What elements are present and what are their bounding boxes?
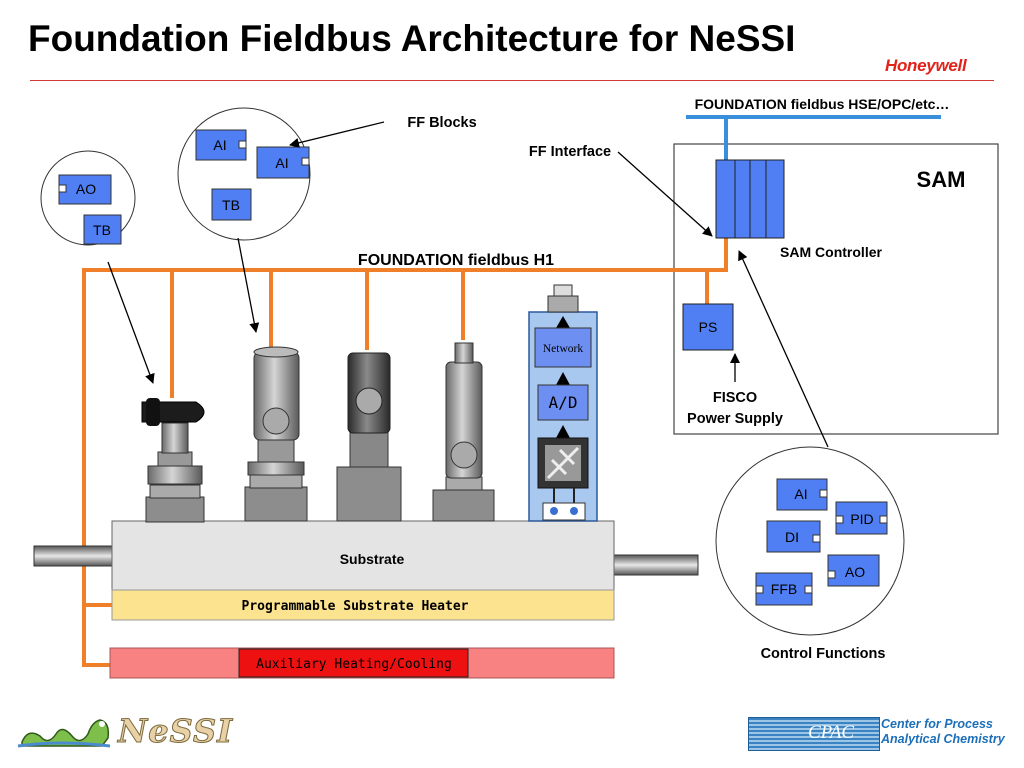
left-ao-label: AO bbox=[76, 181, 96, 197]
ad-label: A/D bbox=[549, 393, 578, 412]
transmitter-device-1 bbox=[244, 346, 308, 522]
left-tb-label: TB bbox=[93, 222, 111, 238]
transmitter-device-2 bbox=[336, 352, 402, 522]
left-ao-block bbox=[58, 174, 112, 205]
control-functions-label: Control Functions bbox=[761, 646, 886, 662]
cf-ffb-label: FFB bbox=[771, 581, 797, 597]
page-title: Foundation Fieldbus Architecture for NeS… bbox=[28, 18, 796, 59]
valve-actuator-device bbox=[141, 398, 205, 523]
sam-controller-label: SAM Controller bbox=[780, 244, 882, 260]
network-sensor-node bbox=[528, 284, 598, 522]
cf-ai-block bbox=[776, 478, 828, 511]
cf-ai-label: AI bbox=[794, 486, 807, 502]
left-tb-block bbox=[83, 214, 122, 245]
analyzer-device bbox=[432, 342, 495, 522]
cf-di-block bbox=[766, 520, 821, 553]
aux-label: Auxiliary Heating/Cooling bbox=[256, 657, 452, 672]
cpac-full-name: Center for Process Analytical Chemistry bbox=[881, 717, 1005, 746]
heater-label: Programmable Substrate Heater bbox=[242, 599, 469, 614]
mid-ai1-label: AI bbox=[213, 137, 226, 153]
callout-arrows bbox=[107, 121, 829, 448]
outlet-pipe bbox=[613, 554, 699, 576]
nessi-logo-text: NeSSI bbox=[117, 712, 234, 751]
sam-controller-rack bbox=[715, 159, 785, 239]
ps-block bbox=[682, 303, 734, 351]
sam-label: SAM bbox=[917, 167, 966, 192]
substrate-block bbox=[111, 520, 615, 591]
cpac-logo bbox=[748, 717, 880, 751]
honeywell-logo: Honeywell bbox=[885, 56, 967, 75]
cpac-logo-text: CPAC bbox=[808, 722, 855, 743]
cf-ao-label: AO bbox=[845, 564, 865, 580]
h1-fieldbus-wiring bbox=[82, 238, 728, 667]
mid-ai2-label: AI bbox=[275, 155, 288, 171]
cf-di-label: DI bbox=[785, 529, 799, 545]
mid-tb-label: TB bbox=[222, 197, 240, 213]
ps-label: PS bbox=[699, 319, 718, 335]
aux-label-box bbox=[238, 648, 469, 678]
ff-blocks-label: FF Blocks bbox=[407, 115, 476, 131]
heater-bar bbox=[111, 589, 615, 621]
inlet-pipe bbox=[33, 545, 115, 567]
network-label: Network bbox=[543, 343, 583, 355]
mid-ai1-block bbox=[195, 129, 247, 161]
cf-pid-block bbox=[835, 501, 888, 535]
mid-tb-block bbox=[211, 188, 252, 221]
h1-label: FOUNDATION fieldbus H1 bbox=[358, 252, 554, 269]
cf-pid-label: PID bbox=[850, 511, 873, 527]
title-divider bbox=[30, 80, 994, 81]
ff-interface-label: FF Interface bbox=[529, 144, 611, 160]
fisco-label-1: FISCO bbox=[713, 390, 757, 406]
fisco-label-2: Power Supply bbox=[687, 411, 783, 427]
nessi-mascot bbox=[17, 719, 111, 748]
substrate-label: Substrate bbox=[340, 551, 405, 567]
hse-label: FOUNDATION fieldbus HSE/OPC/etc… bbox=[695, 96, 950, 112]
